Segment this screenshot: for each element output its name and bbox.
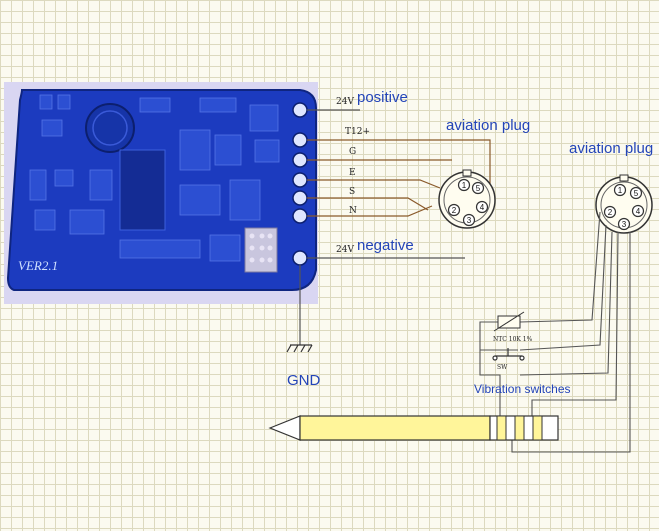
- plug1-pin: 2: [452, 206, 457, 215]
- aviation-plug-2: aviation plug 1 5 4 3 2: [569, 140, 653, 234]
- vibration-switch-symbol: [492, 348, 525, 361]
- vibration-switches-label: Vibration switches: [474, 382, 571, 396]
- pin-s-label: S: [349, 187, 355, 197]
- pin-n-label: N: [349, 206, 357, 216]
- pin-g-label: G: [349, 147, 356, 157]
- pin-e-label: E: [349, 168, 356, 178]
- pcb-board: VER2.1: [4, 82, 318, 304]
- pin-positive-label: positive: [357, 89, 408, 106]
- switch-sub-label: SW: [497, 364, 508, 371]
- pin-labels: 24V positive T12+ G E S N 24V negative: [336, 89, 414, 255]
- plug2-pin: 2: [608, 208, 613, 217]
- aviation-plug-2-label: aviation plug: [569, 140, 653, 157]
- pin-t12-label: T12+: [345, 127, 370, 137]
- ground-symbol: [286, 344, 313, 353]
- ntc-label: NTC 10K 1%: [493, 336, 533, 343]
- plug2-pin: 3: [622, 220, 627, 229]
- plug2-pin: 1: [618, 186, 623, 195]
- pin-negative-voltage: 24V: [336, 245, 354, 255]
- plug1-pin: 4: [480, 203, 485, 212]
- handle-wires: [479, 211, 631, 453]
- aviation-plug-1-label: aviation plug: [446, 117, 530, 134]
- plug1-pin: 1: [462, 181, 467, 190]
- pin-positive-voltage: 24V: [336, 97, 354, 107]
- plug1-pin: 3: [467, 216, 472, 225]
- pin-negative-label: negative: [357, 237, 414, 254]
- ntc-thermistor: NTC 10K 1%: [493, 311, 533, 343]
- plug1-pin: 5: [476, 184, 481, 193]
- plug2-pin: 4: [636, 207, 641, 216]
- gnd-label: GND: [287, 372, 321, 389]
- aviation-plug-1: aviation plug 1 5 4 3 2: [438, 117, 530, 229]
- board-version-label: VER2.1: [18, 258, 58, 273]
- board-wires: [299, 109, 491, 345]
- soldering-handle: [268, 415, 559, 441]
- plug2-pin: 5: [634, 189, 639, 198]
